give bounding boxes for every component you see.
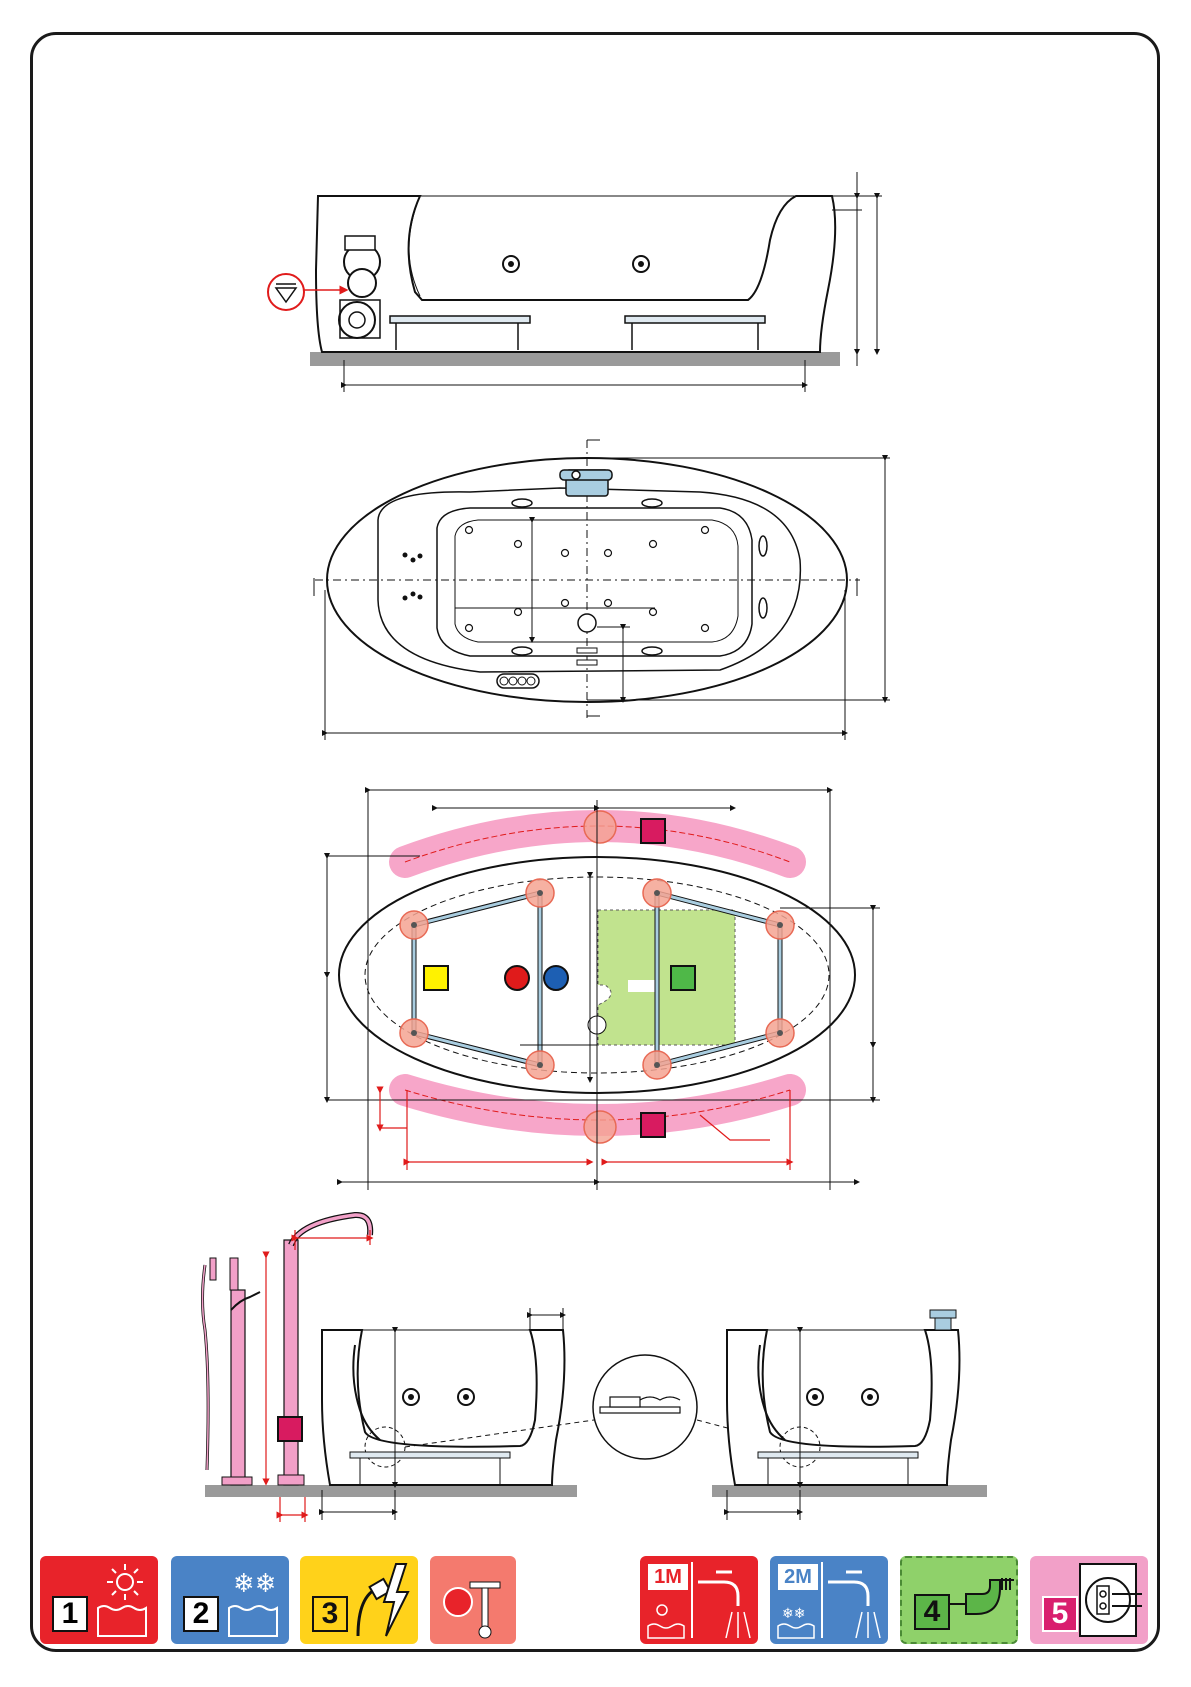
section-views: [203, 1215, 988, 1522]
legend-electric: 3: [300, 1556, 418, 1644]
legend-junction-box: 5: [1030, 1556, 1148, 1644]
hot-tap-icon: [640, 1556, 758, 1644]
side-jet: [503, 256, 519, 272]
green-install-zone: [598, 910, 735, 1045]
installation-plan-view: [327, 790, 880, 1190]
valve-handle-icon: [430, 1556, 516, 1644]
hot-water-point: [505, 966, 529, 990]
svg-text:❄❄: ❄❄: [233, 1569, 277, 1599]
junction-box-icon: [1030, 1556, 1148, 1644]
legend-hot-tap: 1M: [640, 1556, 758, 1644]
marker-magenta-top: [641, 819, 665, 843]
side-jet: [633, 256, 649, 272]
legend-hot-water: 1: [40, 1556, 158, 1644]
control-panel: [497, 674, 539, 688]
legend-drain-pipe: 4: [900, 1556, 1018, 1644]
faucet-plan: [560, 470, 612, 496]
plan-view: [314, 440, 890, 740]
marker-green: [671, 966, 695, 990]
electric-plug-icon: [300, 1556, 418, 1644]
sun-water-icon: [40, 1556, 158, 1644]
legend-cold-water: 2 ❄❄: [171, 1556, 289, 1644]
drain-pipe-icon: [902, 1558, 1018, 1644]
tub-section-right: [727, 1330, 959, 1485]
snowflake-water-icon: ❄❄: [171, 1556, 289, 1644]
marker-yellow: [424, 966, 448, 990]
legend-drain: [430, 1556, 516, 1644]
legend-cold-tap: 2M ❄❄: [770, 1556, 888, 1644]
marker-magenta-bottom: [641, 1113, 665, 1137]
side-elevation-view: [268, 172, 882, 392]
cold-water-point: [544, 966, 568, 990]
floor: [310, 352, 840, 366]
cold-tap-icon: ❄❄: [770, 1556, 888, 1644]
svg-text:❄❄: ❄❄: [782, 1606, 805, 1622]
deck-faucet: [930, 1310, 956, 1330]
drain-plan: [578, 614, 596, 632]
